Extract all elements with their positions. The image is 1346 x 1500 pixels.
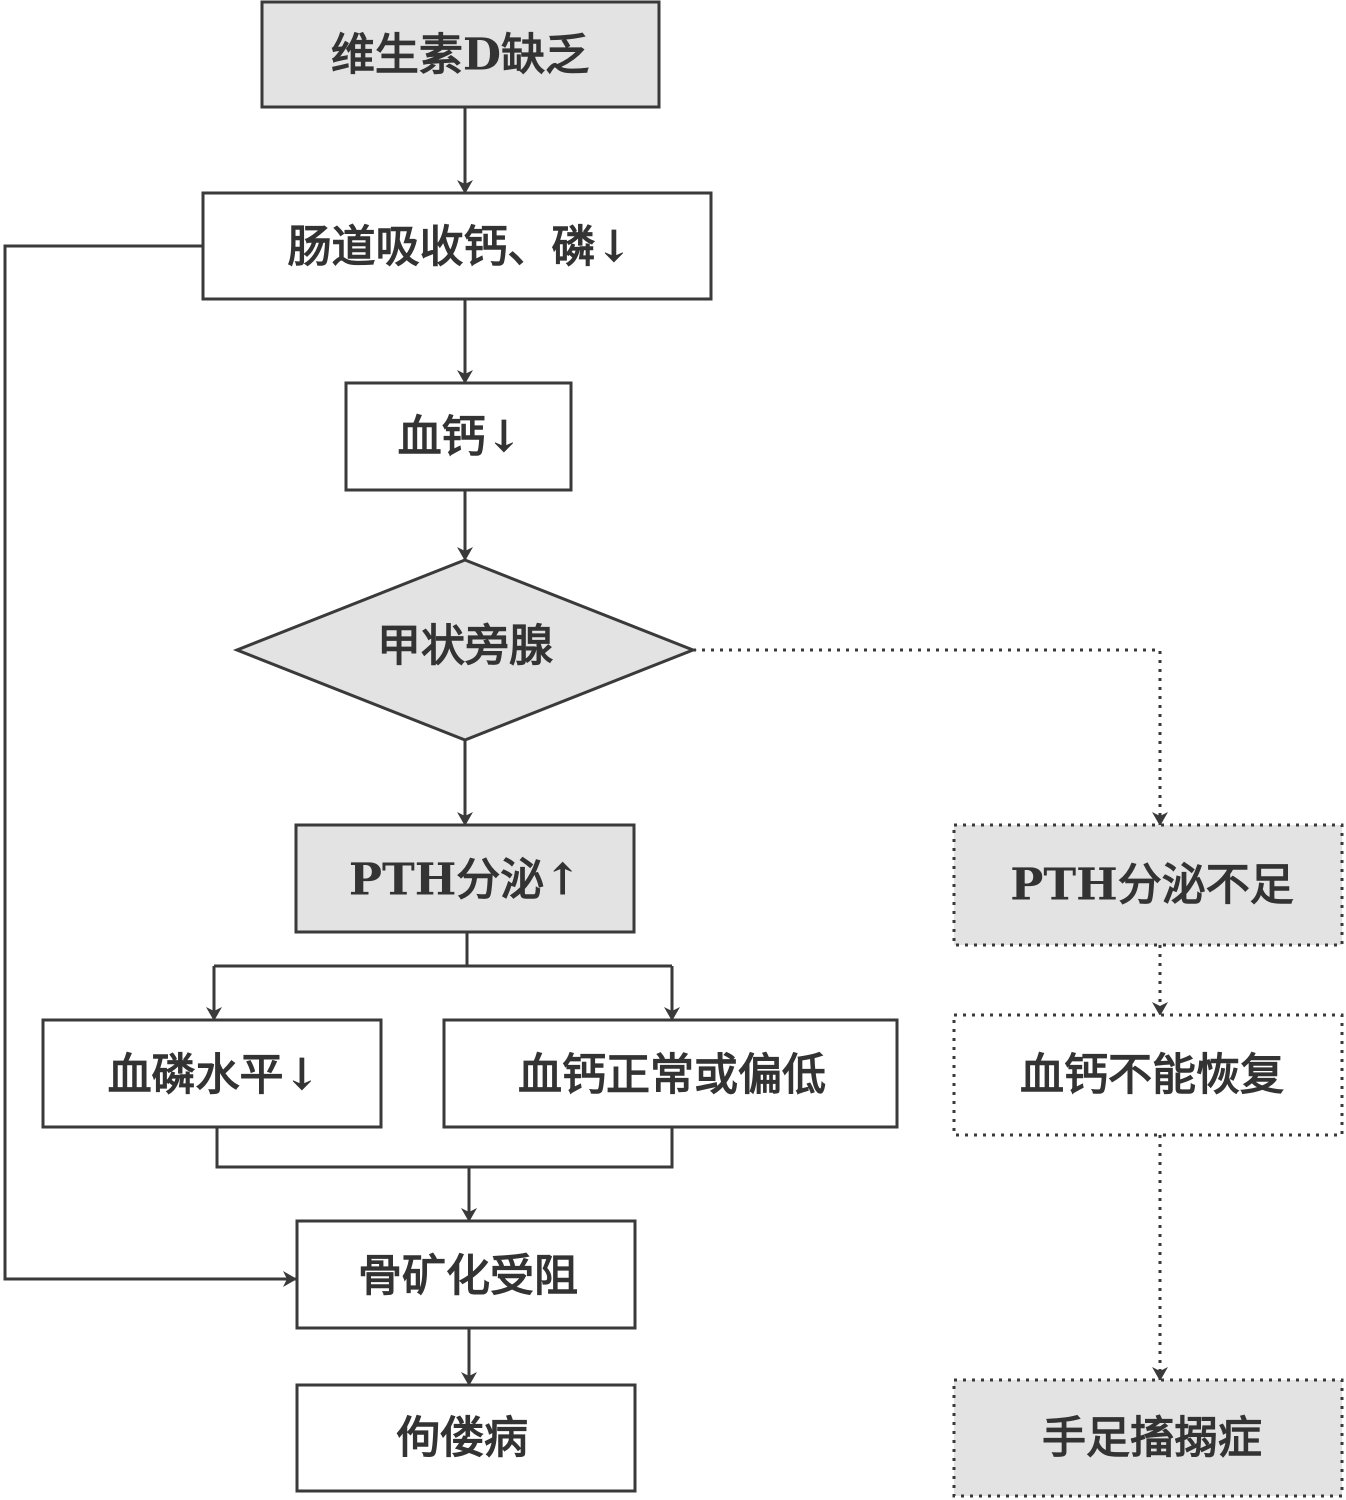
- node-ca-normal: 血钙正常或偏低: [442, 1018, 899, 1129]
- merge-bottom: [215, 1127, 674, 1169]
- node-rickets-label: 佝偻病: [396, 1413, 528, 1464]
- node-bone-label: 骨矿化受阻: [358, 1251, 578, 1302]
- node-blood-p-label: 血磷水平↓: [108, 1050, 321, 1101]
- node-blood-ca: 血钙↓: [344, 381, 573, 492]
- node-vitd: 维生素D缺乏: [260, 0, 661, 109]
- branch-pthup: [214, 932, 469, 968]
- node-ca-not-recover-label: 血钙不能恢复: [1020, 1050, 1284, 1101]
- node-pth-up-label: PTH分泌↑: [349, 855, 581, 906]
- node-parathyroid: 甲状旁腺: [232, 558, 698, 742]
- solid-connectors: [3, 107, 680, 1386]
- node-pth-low-label: PTH分泌不足: [1010, 860, 1293, 911]
- dotted-connectors: [693, 648, 1168, 1381]
- node-absorb: 肠道吸收钙、磷↓: [201, 191, 713, 301]
- node-blood-p: 血磷水平↓: [41, 1018, 383, 1129]
- node-blood-ca-label: 血钙↓: [398, 412, 523, 463]
- node-vitd-label: 维生素D缺乏: [331, 30, 589, 81]
- node-parathyroid-label: 甲状旁腺: [377, 621, 554, 672]
- node-ca-not-recover: 血钙不能恢复: [952, 1013, 1344, 1137]
- arrow-parathyroid-to-pthlow: [693, 648, 1168, 826]
- node-tetany: 手足搐搦症: [952, 1378, 1344, 1498]
- node-ca-normal-label: 血钙正常或偏低: [518, 1050, 826, 1101]
- arrow-absorb-to-bone-left: [3, 244, 297, 1287]
- node-pth-up: PTH分泌↑: [294, 823, 636, 934]
- node-bone: 骨矿化受阻: [295, 1219, 637, 1330]
- node-pth-low: PTH分泌不足: [952, 823, 1344, 947]
- node-rickets: 佝偻病: [295, 1383, 637, 1493]
- node-absorb-label: 肠道吸收钙、磷↓: [288, 222, 633, 273]
- node-tetany-label: 手足搐搦症: [1042, 1413, 1262, 1464]
